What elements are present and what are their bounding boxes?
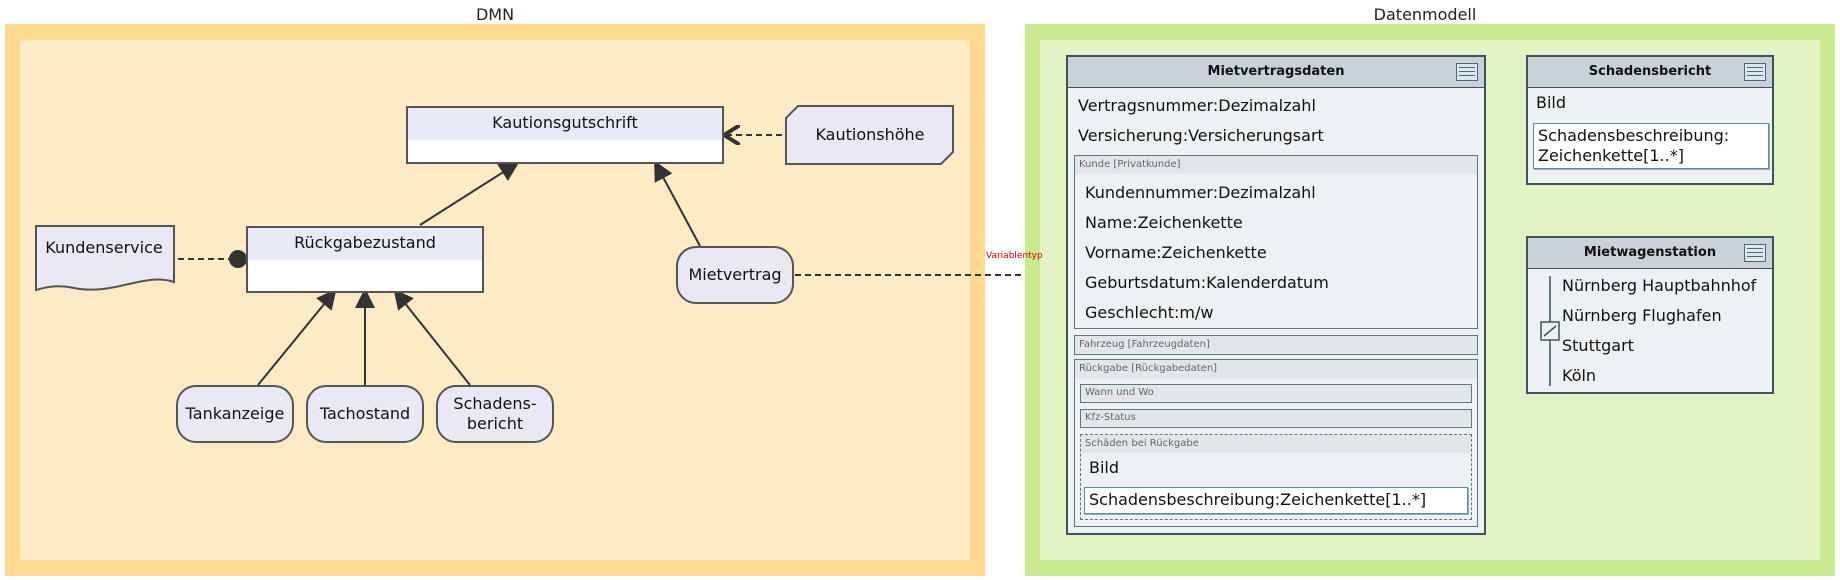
attribute-vorname[interactable]: Vorname:Zeichenkette [1085,243,1267,262]
class-table-icon [1744,244,1766,262]
attribute-bild[interactable]: Bild [1089,458,1120,477]
input-schadensbericht[interactable]: Schadens- bericht [436,385,554,443]
class-mietvertragsdaten[interactable]: Mietvertragsdaten Vertragsnummer:Dezimal… [1066,55,1486,535]
class-mietvertragsdaten-header: Mietvertragsdaten [1068,57,1484,88]
edge-schadensbericht-rueckgabezustand [393,288,471,386]
class-mietwagenstation-title: Mietwagenstation [1583,245,1717,260]
group-schaeden-header: Schäden bei Rückgabe [1081,435,1471,453]
input-mietvertrag-label: Mietvertrag [688,265,782,284]
input-mietvertrag[interactable]: Mietvertrag [676,246,794,304]
attribute-schadensbeschreibung-line-1: Schadensbeschreibung: [1538,126,1730,145]
decision-kautionsgutschrift[interactable]: Kautionsgutschrift [406,106,724,164]
enum-value[interactable]: Köln [1562,366,1597,385]
class-mietwagenstation-header: Mietwagenstation [1528,238,1772,269]
class-schadensbericht-header: Schadensbericht [1528,57,1772,88]
input-kautionshoehe[interactable] [784,104,956,166]
input-kautionshoehe-label: Kautionshöhe [815,125,925,144]
attribute-geschlecht[interactable]: Geschlecht:m/w [1085,303,1214,322]
attribute-vertragsnummer[interactable]: Vertragsnummer:Dezimalzahl [1078,96,1316,115]
group-kunde-header: Kunde [Privatkunde] [1075,156,1477,174]
attribute-schadensbeschreibung-line-2: Zeichenkette[1..*] [1538,146,1684,165]
attribute-geburtsdatum[interactable]: Geburtsdatum:Kalenderdatum [1085,273,1329,292]
input-tachostand[interactable]: Tachostand [306,385,424,443]
class-schadensbericht-title: Schadensbericht [1588,64,1712,79]
input-tankanzeige[interactable]: Tankanzeige [176,385,294,443]
knowledge-source-kundenservice-label: Kundenservice [45,238,163,257]
datenmodell-frame-title: Datenmodell [1373,5,1477,24]
decision-rueckgabezustand[interactable]: Rückgabezustand [246,226,484,293]
attribute-kundennummer[interactable]: Kundennummer:Dezimalzahl [1085,183,1316,202]
input-tachostand-label: Tachostand [319,404,411,423]
group-rueckgabe-header: Rückgabe [Rückgabedaten] [1075,360,1477,378]
connector-label-variablentyp: Variablentyp [986,251,1043,261]
group-wann-und-wo-header: Wann und Wo [1081,385,1471,401]
attribute-schadensbeschreibung[interactable]: Schadensbeschreibung: Zeichenkette[1..*] [1533,123,1769,169]
dmn-frame-title: DMN [475,5,515,24]
input-schadensbericht-label-1: Schadens- [453,394,537,413]
attribute-schadensbeschreibung[interactable]: Schadensbeschreibung:Zeichenkette[1..*] [1084,487,1468,514]
enum-value[interactable]: Stuttgart [1562,336,1634,355]
enum-value[interactable]: Nürnberg Flughafen [1562,306,1722,325]
enumeration-icon [1540,276,1560,386]
input-schadensbericht-label-2: bericht [466,414,524,433]
group-fahrzeug-header: Fahrzeug [Fahrzeugdaten] [1075,336,1477,353]
group-kfz-status-header: Kfz-Status [1081,410,1471,426]
edge-rueckgabezustand-kautionsgutschrift [419,161,520,226]
input-tankanzeige-label: Tankanzeige [185,404,285,423]
group-schaeden[interactable]: Schäden bei Rückgabe Bild Schadensbeschr… [1080,434,1472,520]
edge-mietvertrag-kautionsgutschrift [654,160,701,247]
attribute-versicherung[interactable]: Versicherung:Versicherungsart [1078,126,1324,145]
enum-value[interactable]: Nürnberg Hauptbahnhof [1562,276,1757,295]
group-kunde[interactable]: Kunde [Privatkunde] Kundennummer:Dezimal… [1074,155,1478,329]
group-kfz-status[interactable]: Kfz-Status [1080,409,1472,428]
class-table-icon [1744,63,1766,81]
attribute-bild[interactable]: Bild [1536,93,1567,112]
decision-kautionsgutschrift-label: Kautionsgutschrift [408,108,722,140]
class-schadensbericht[interactable]: Schadensbericht Bild Schadensbeschreibun… [1526,55,1774,185]
knowledge-source-kundenservice[interactable] [34,224,178,294]
class-mietvertragsdaten-title: Mietvertragsdaten [1207,64,1345,79]
decision-rueckgabezustand-label: Rückgabezustand [248,228,482,260]
class-table-icon [1456,63,1478,81]
edge-tankanzeige-rueckgabezustand [257,288,337,386]
group-fahrzeug[interactable]: Fahrzeug [Fahrzeugdaten] [1074,335,1478,355]
class-mietwagenstation[interactable]: Mietwagenstation Nürnberg Hauptbahnhof N… [1526,236,1774,394]
attribute-name[interactable]: Name:Zeichenkette [1085,213,1243,232]
group-wann-und-wo[interactable]: Wann und Wo [1080,384,1472,403]
group-rueckgabe[interactable]: Rückgabe [Rückgabedaten] Wann und Wo Kfz… [1074,359,1478,527]
